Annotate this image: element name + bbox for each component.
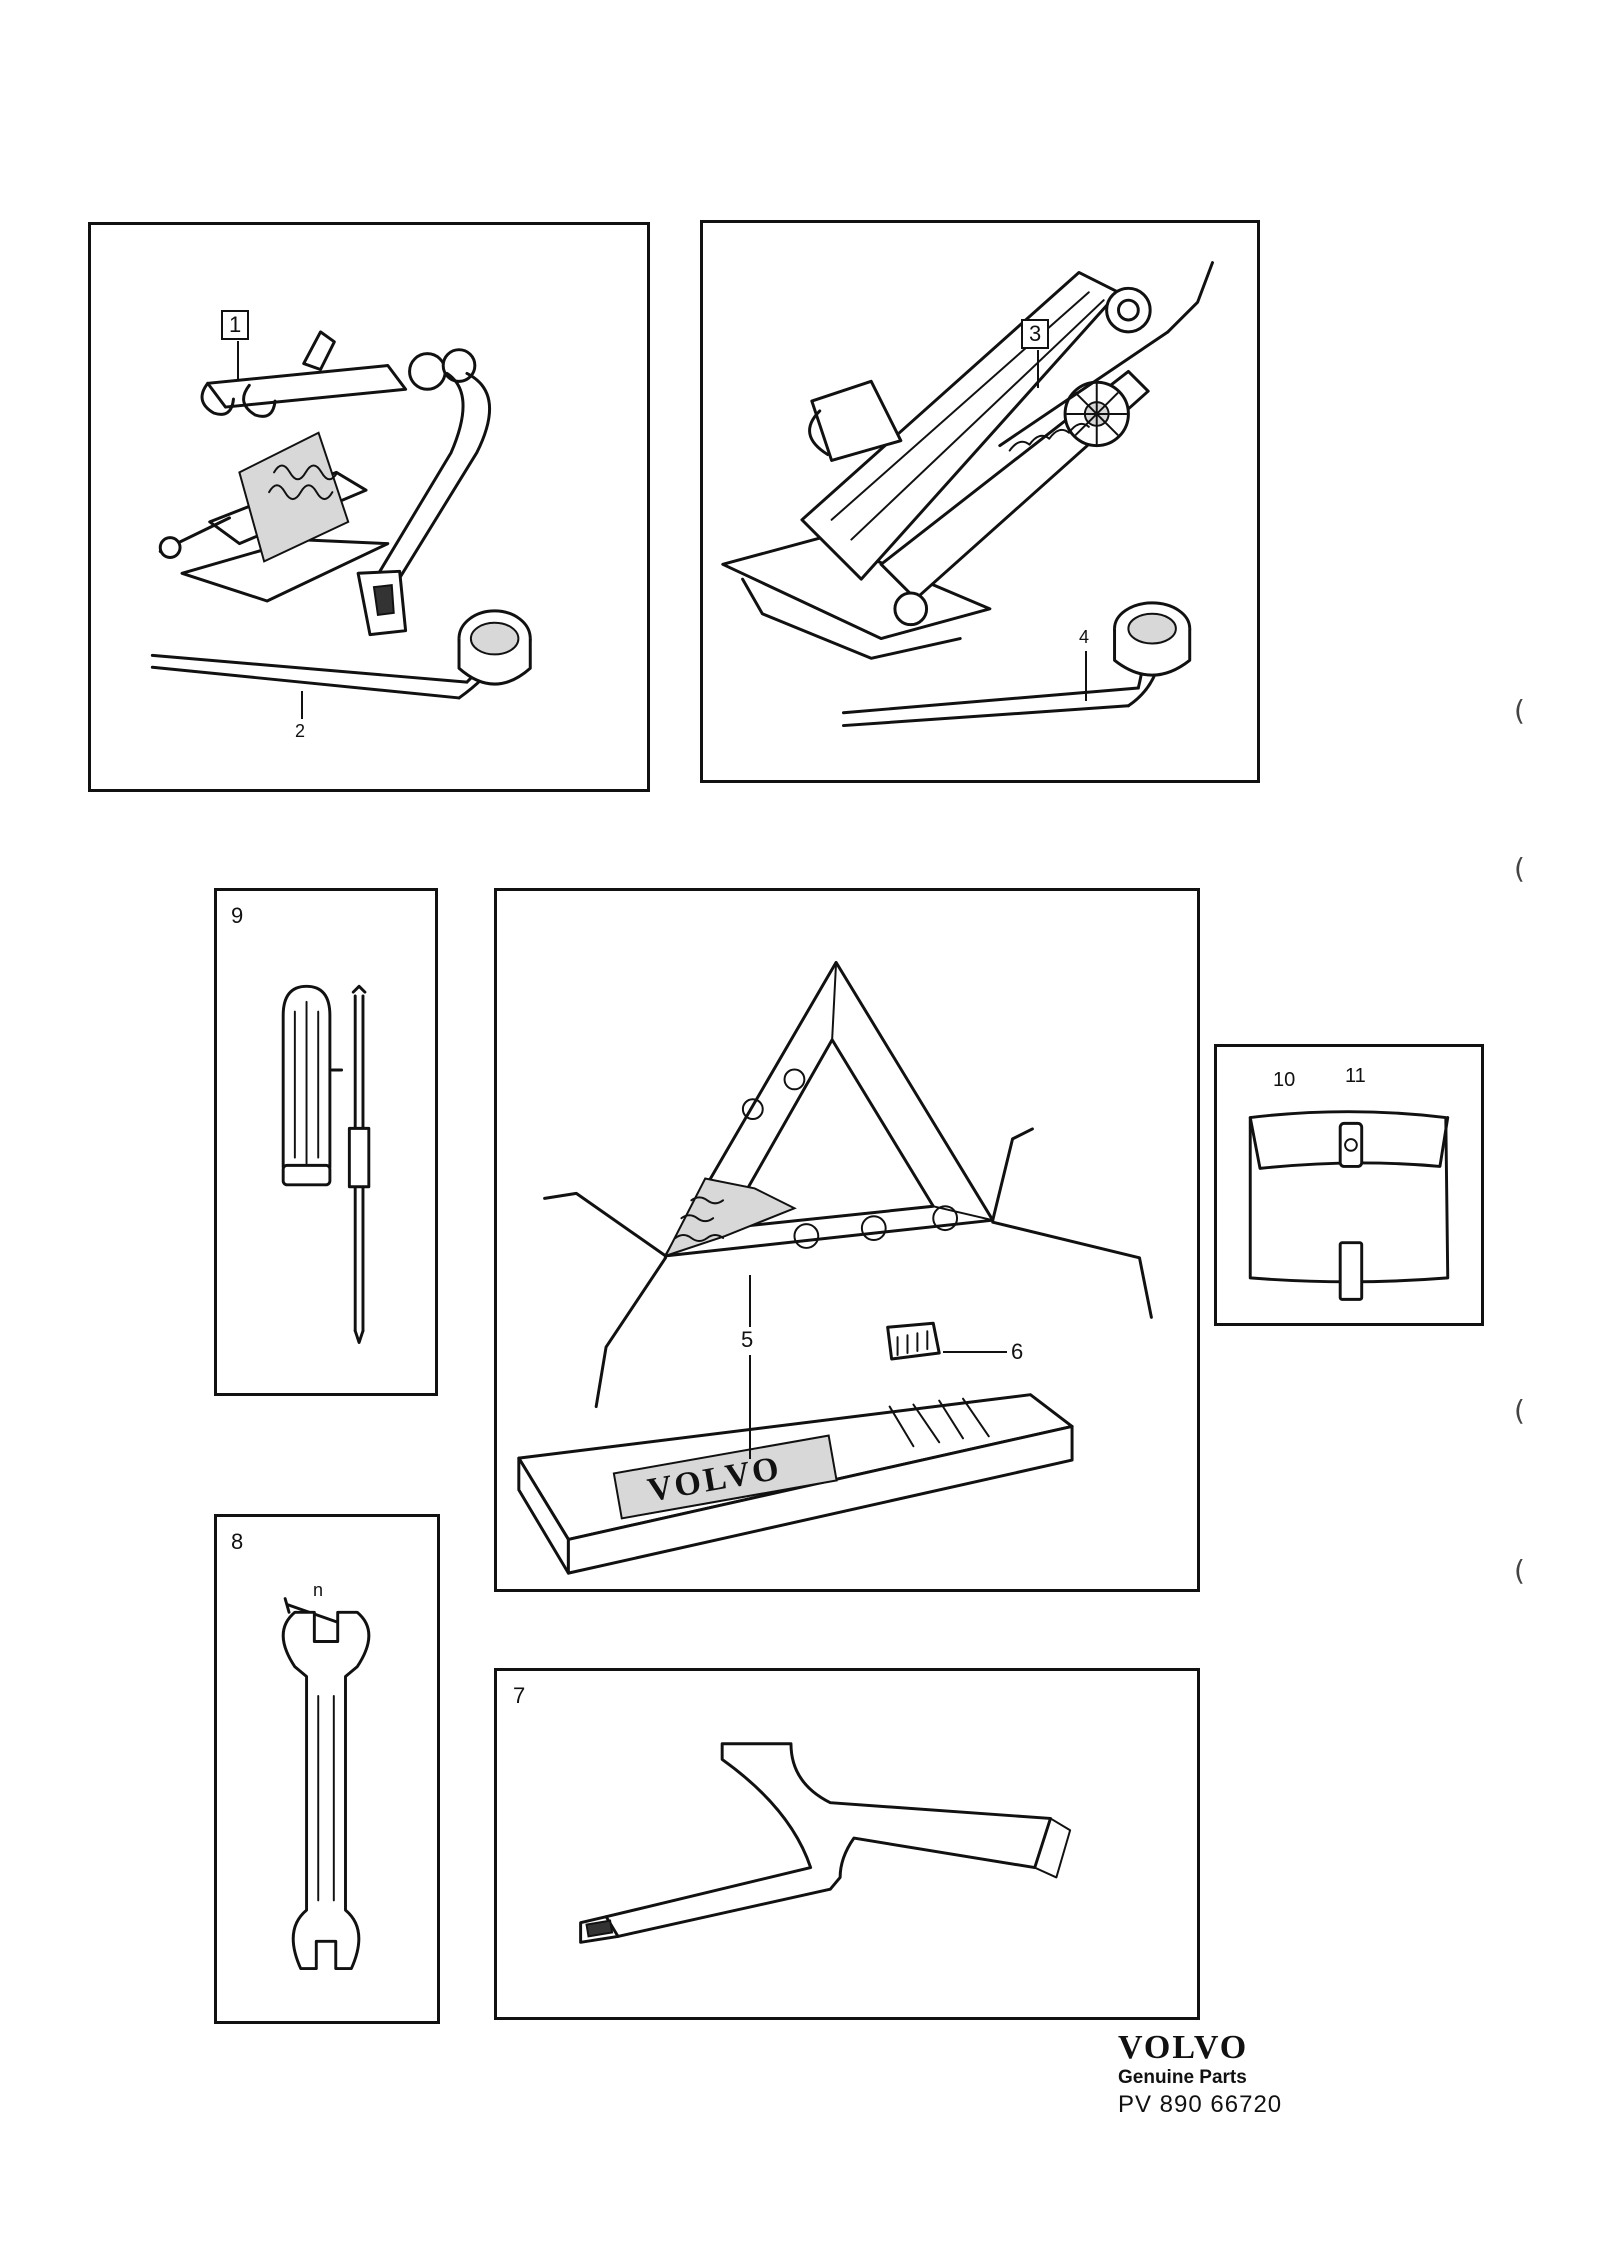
jack-b-illustration (721, 261, 1214, 728)
triangle-illustration (517, 960, 1153, 1575)
panel-pouch: 10 11 (1214, 1044, 1484, 1326)
branding-block: VOLVO Genuine Parts PV 890 66720 (1118, 2030, 1318, 2120)
callout-10: 10 (1273, 1069, 1296, 1091)
callout-7: 7 (513, 1683, 526, 1708)
callout-n: n (313, 1580, 324, 1600)
panel-wrench: 8 n (214, 1514, 440, 2024)
volvo-logo: VOLVO (1118, 2029, 1249, 2066)
panel-screwdriver: 9 (214, 888, 438, 1396)
margin-mark: ( (1514, 852, 1525, 885)
callout-5: 5 (741, 1327, 754, 1352)
callout-8: 8 (231, 1529, 244, 1554)
callout-6: 6 (1011, 1339, 1024, 1364)
margin-mark: ( (1514, 1394, 1525, 1427)
wheel-tool-illustration (579, 1742, 1072, 1944)
wrench-illustration (281, 1597, 371, 1971)
callout-1: 1 (221, 310, 250, 340)
pouch-illustration (1248, 1110, 1450, 1301)
callout-11: 11 (1345, 1065, 1366, 1087)
panel-jack-a: 1 2 (88, 222, 650, 792)
callout-9: 9 (231, 903, 244, 928)
margin-mark: ( (1514, 1554, 1525, 1587)
margin-mark: ( (1514, 694, 1525, 727)
panel-jack-b: 3 4 (700, 220, 1260, 783)
callout-4: 4 (1079, 627, 1090, 647)
callout-3: 3 (1021, 319, 1050, 349)
screwdriver-illustration (281, 984, 371, 1344)
panel-wheel-tool: 7 (494, 1668, 1200, 2020)
jack-a-illustration (150, 330, 532, 700)
brand-subtitle: Genuine Parts (1118, 2067, 1247, 2088)
panel-triangle: VOLVO 5 6 (494, 888, 1200, 1592)
part-catalog-code: PV 890 66720 (1118, 2091, 1283, 2118)
callout-2: 2 (295, 721, 306, 741)
